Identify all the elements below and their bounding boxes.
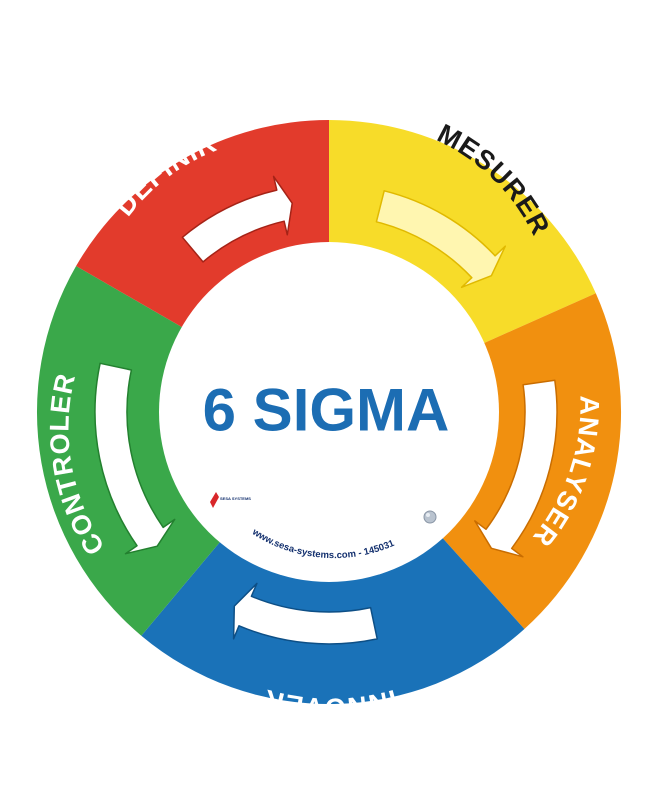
center-title: 6 SIGMA xyxy=(203,377,450,444)
center-disc xyxy=(159,242,499,582)
arrow-mesurer-icon xyxy=(375,190,507,289)
arrow-controler-icon xyxy=(94,362,176,555)
sesa-logo-text: SESA SYSTEMS xyxy=(220,496,251,501)
footer-badge-icon xyxy=(423,510,437,524)
arrow-analyser-icon xyxy=(474,379,558,558)
sesa-logo-mark xyxy=(210,492,219,508)
cycle-arrows xyxy=(94,175,558,645)
arrow-definir-icon xyxy=(181,175,293,263)
sesa-logo: SESA SYSTEMS xyxy=(210,492,251,508)
arrow-innover-icon xyxy=(232,582,378,645)
